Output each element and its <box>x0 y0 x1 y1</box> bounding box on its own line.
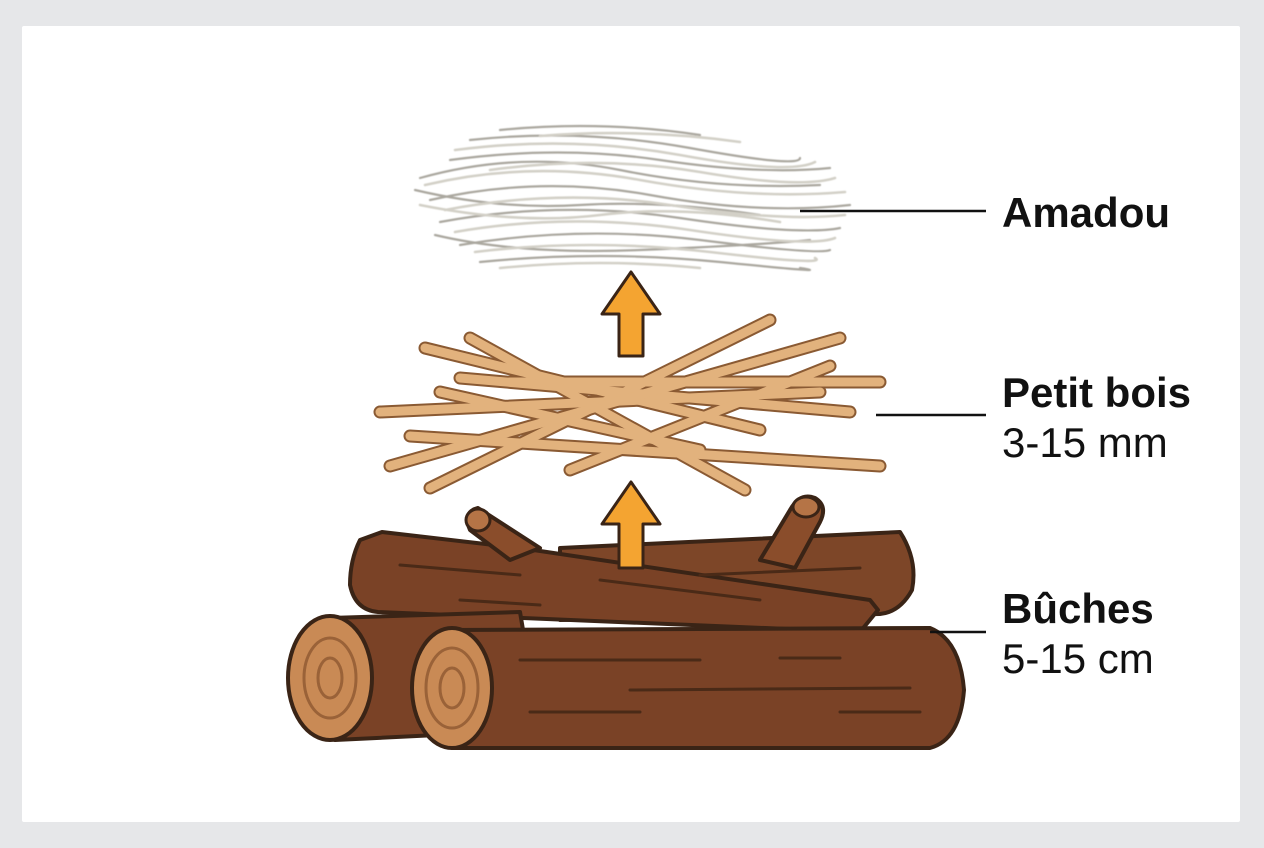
label-tinder-title: Amadou <box>1002 189 1170 236</box>
label-logs-size: 5-15 cm <box>1002 635 1154 682</box>
label-logs-title: Bûches <box>1002 585 1154 632</box>
up-arrow-icon <box>600 270 662 570</box>
label-kindling: Petit bois 3-15 mm <box>1002 368 1191 468</box>
label-kindling-size: 3-15 mm <box>1002 419 1168 466</box>
tinder-bundle-icon <box>413 124 852 272</box>
kindling-sticks-icon <box>373 313 887 497</box>
log-pile-icon <box>286 494 966 750</box>
label-tinder: Amadou <box>1002 188 1170 238</box>
leader-lines <box>800 209 986 634</box>
label-logs: Bûches 5-15 cm <box>1002 584 1154 684</box>
label-kindling-title: Petit bois <box>1002 369 1192 416</box>
